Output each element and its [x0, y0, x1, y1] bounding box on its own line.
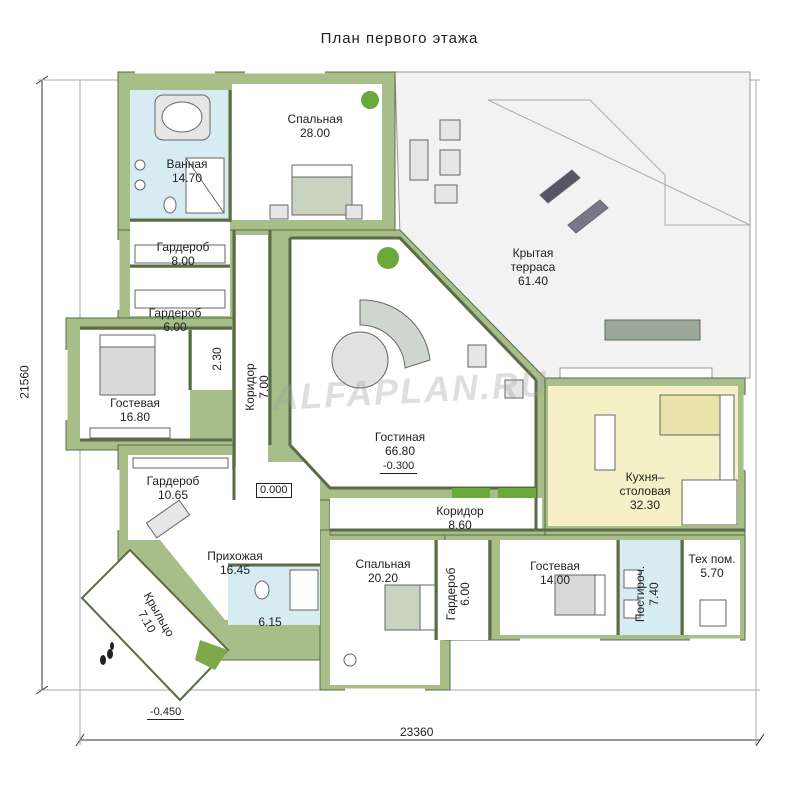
room-area: 5.70 — [700, 566, 724, 580]
room-area: 2.30 — [210, 347, 224, 371]
room-label-wc: 6.15 — [250, 615, 290, 629]
room-name-2: столовая — [619, 484, 671, 498]
room-name: Прихожая — [207, 549, 263, 563]
room-label-laundry: Постироч. 7.40 — [633, 559, 661, 629]
room-area: 14.70 — [171, 171, 203, 185]
room-name: Гостиная — [374, 430, 426, 444]
plants — [361, 91, 536, 498]
room-area: 61.40 — [517, 274, 549, 288]
room-area: 16.45 — [219, 563, 251, 577]
room-area: 7.40 — [647, 582, 661, 606]
room-name: Ванная — [166, 157, 208, 171]
level-ground: -0.450 — [147, 706, 185, 720]
room-name: Гардероб — [146, 474, 200, 488]
room-area: 6.15 — [258, 615, 282, 629]
room-label-bath: Ванная 14.70 — [152, 157, 222, 185]
room-label-guest-2: Гостевая 14.00 — [515, 559, 595, 587]
room-name: Гостевая — [530, 559, 580, 573]
room-label-closet-small: 2.30 — [210, 339, 224, 379]
footprints-icon — [100, 642, 114, 665]
room-label-living: Гостиная 66.80 — [360, 430, 440, 458]
furniture — [89, 94, 738, 667]
room-label-wardrobe-1065: Гардероб 10.65 — [133, 474, 213, 502]
room-label-guest-left: Гостевая 16.80 — [95, 396, 175, 424]
plan-title: План первого этажа — [320, 30, 479, 47]
windows — [64, 70, 747, 692]
dimension-height: 21560 — [17, 365, 32, 399]
room-name: Тех пом. — [688, 552, 736, 566]
level-entry: 0.000 — [256, 483, 292, 498]
room-area: 10.65 — [157, 488, 189, 502]
room-area: 16.80 — [119, 410, 151, 424]
room-name: Гардероб — [444, 567, 458, 621]
room-label-tech: Тех пом. 5.70 — [682, 552, 742, 580]
room-label-terrace: Крытая терраса 61.40 — [488, 246, 578, 288]
room-label-bedroom-2: Спальная 20.20 — [343, 557, 423, 585]
room-name: Гостевая — [110, 396, 160, 410]
room-name: Гардероб — [148, 306, 202, 320]
room-area: 14.00 — [539, 573, 571, 587]
room-name-1: Крытая — [512, 246, 554, 260]
room-label-wardrobe-6: Гардероб 6.00 — [130, 306, 220, 334]
room-name: Гардероб — [156, 240, 210, 254]
room-area: 20.20 — [367, 571, 399, 585]
room-name-1: Кухня– — [625, 470, 665, 484]
room-label-corridor-left: Коридор 7.00 — [243, 352, 271, 422]
porch-plants — [195, 640, 228, 670]
room-area: 8.60 — [448, 518, 472, 532]
room-label-wardrobe-600b: Гардероб 6.00 — [444, 559, 472, 629]
room-area: 8.00 — [171, 254, 195, 268]
dimension-width: 23360 — [400, 725, 434, 739]
room-label-wardrobe-8: Гардероб 8.00 — [138, 240, 228, 268]
room-name: Спальная — [287, 112, 343, 126]
interior-walls — [80, 90, 745, 640]
room-area: 28.00 — [299, 126, 331, 140]
room-name: Спальная — [355, 557, 411, 571]
room-label-hall: Прихожая 16.45 — [195, 549, 275, 577]
room-name: Постироч. — [633, 565, 647, 623]
room-area: 6.00 — [458, 582, 472, 606]
room-area: 32.30 — [629, 498, 661, 512]
room-name: Коридор — [243, 363, 257, 411]
terrace-inner-outline — [487, 99, 751, 226]
room-name-2: терраса — [510, 260, 556, 274]
room-label-bedroom-main: Спальная 28.00 — [275, 112, 355, 140]
level-living: -0.300 — [380, 460, 418, 474]
room-name: Коридор — [436, 504, 484, 518]
room-label-corridor-mid: Коридор 8.60 — [420, 504, 500, 532]
room-area: 6.00 — [163, 320, 187, 334]
room-area: 66.80 — [384, 444, 416, 458]
room-area: 7.00 — [257, 375, 271, 399]
room-label-kitchen: Кухня– столовая 32.30 — [600, 470, 690, 512]
